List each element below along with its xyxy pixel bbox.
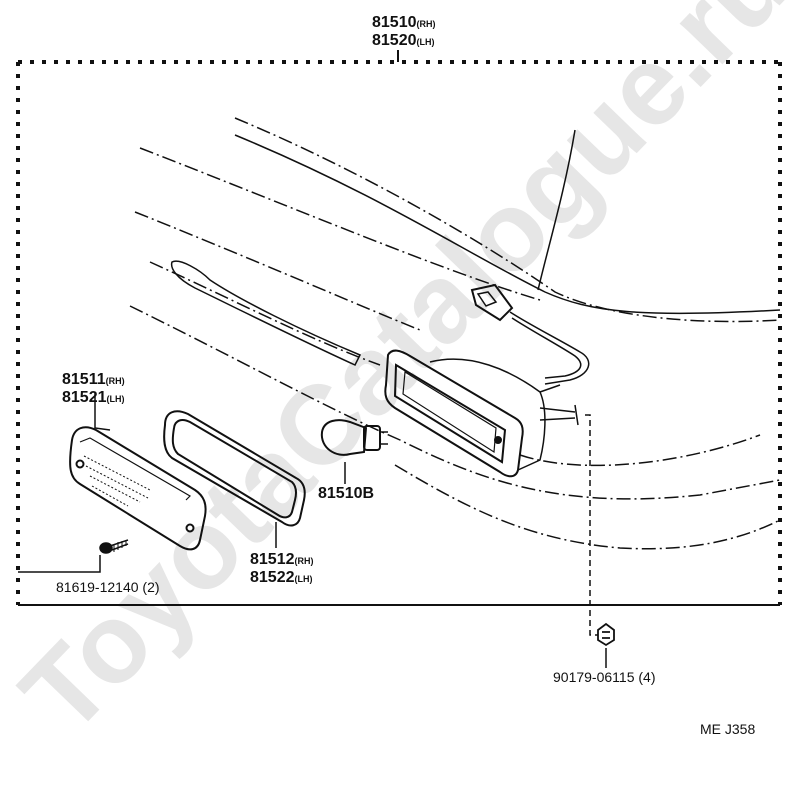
callout-lens: 81511(RH) 81521(LH) xyxy=(62,371,125,406)
gasket-rh-suffix: (RH) xyxy=(295,556,314,566)
callout-assembly: 81510(RH) 81520(LH) xyxy=(372,14,436,49)
assembly-lh-number: 81520 xyxy=(372,32,417,49)
bulb-label: 81510B xyxy=(318,485,374,502)
screw-label: 81619-12140 (2) xyxy=(56,579,160,595)
leader-lines xyxy=(18,393,607,668)
callout-gasket: 81512(RH) 81522(LH) xyxy=(250,551,314,586)
svg-text:81512(RH): 81512(RH) xyxy=(250,551,314,568)
nut-label: 90179-06115 (4) xyxy=(553,669,655,685)
assembly-rh-number: 81510 xyxy=(372,14,417,31)
wire-harness-connector xyxy=(470,283,590,385)
assembly-outline xyxy=(16,50,782,606)
lens-lh-number: 81521 xyxy=(62,389,107,406)
vehicle-body-lines xyxy=(129,117,781,550)
lens-lh-suffix: (LH) xyxy=(107,394,125,404)
assembly-lh-suffix: (LH) xyxy=(417,37,435,47)
gasket-part xyxy=(163,410,306,527)
lens-rh-number: 81511 xyxy=(62,371,106,388)
gasket-rh-number: 81512 xyxy=(250,551,295,568)
assembly-rh-suffix: (RH) xyxy=(417,19,436,29)
lens-rh-suffix: (RH) xyxy=(106,376,125,386)
hood-edge-lines xyxy=(170,129,781,366)
lamp-housing xyxy=(384,349,579,478)
screw-part xyxy=(99,539,129,554)
lens-part xyxy=(69,426,207,551)
gasket-lh-suffix: (LH) xyxy=(295,574,313,584)
bulb-part xyxy=(320,419,388,456)
nut-part xyxy=(597,622,615,647)
gasket-lh-number: 81522 xyxy=(250,569,295,586)
svg-text:81510(RH): 81510(RH) xyxy=(372,14,436,31)
svg-text:81521(LH): 81521(LH) xyxy=(62,389,125,406)
svg-text:81511(RH): 81511(RH) xyxy=(62,371,125,388)
svg-text:81520(LH): 81520(LH) xyxy=(372,32,435,49)
svg-text:81522(LH): 81522(LH) xyxy=(250,569,313,586)
diagram-code: ME J358 xyxy=(700,721,755,737)
